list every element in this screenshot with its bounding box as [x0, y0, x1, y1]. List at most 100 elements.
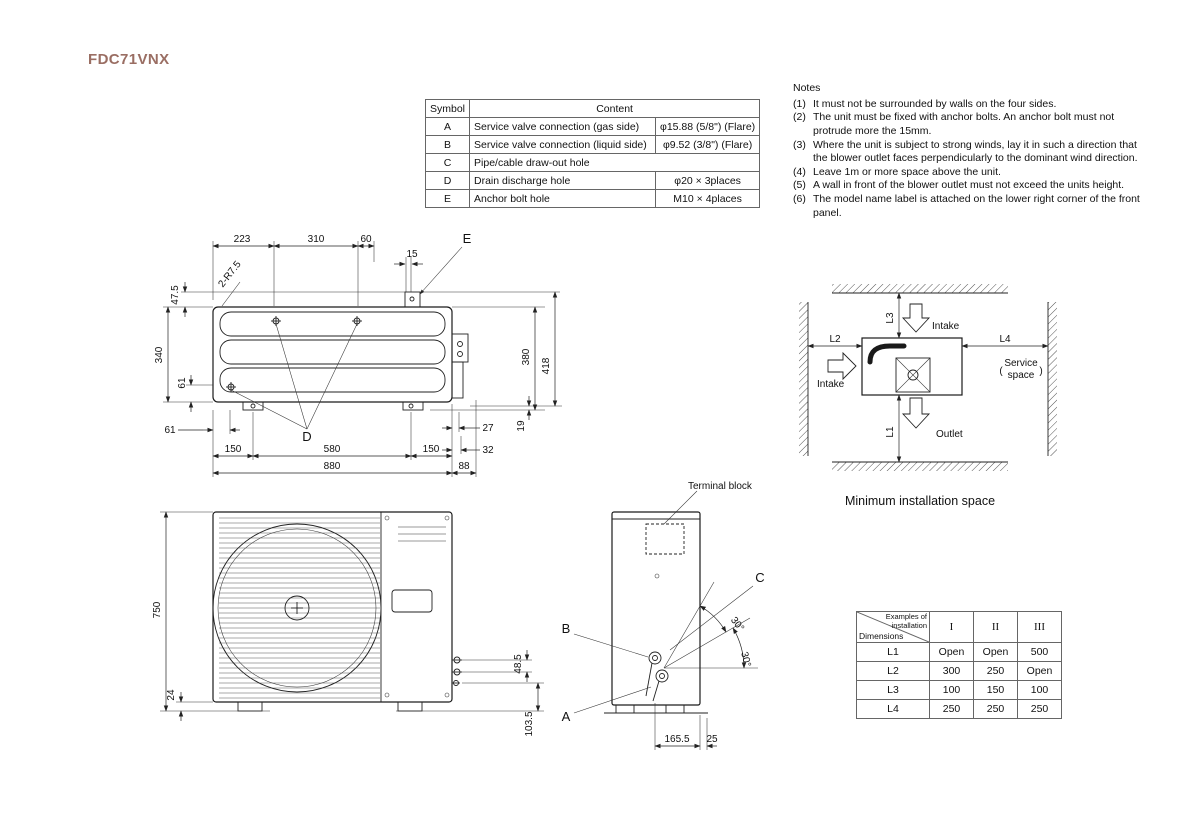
value-cell: 250 [929, 699, 974, 719]
dim-750: 750 [152, 601, 163, 618]
service-space-label-line1: Service [1004, 358, 1038, 369]
dim-24: 24 [166, 689, 177, 701]
value-cell: Open [929, 642, 974, 662]
symbol-column-header: Symbol [424, 99, 471, 118]
install-table-row: L1 Open Open 500 [856, 642, 1062, 662]
symbol-cell: B [424, 135, 471, 154]
outlet-label: Outlet [936, 429, 963, 440]
symbol-table-row: D Drain discharge hole φ20 × 3places [424, 171, 761, 190]
symbol-table-row: E Anchor bolt hole M10 × 4places [424, 189, 761, 208]
symbol-cell: D [424, 171, 471, 190]
terminal-block-label: Terminal block [688, 481, 753, 492]
symbol-table: Symbol Content A Service valve connectio… [424, 99, 761, 208]
dim-15: 15 [406, 249, 418, 260]
row-label: L1 [856, 642, 930, 662]
dim-88: 88 [458, 461, 470, 472]
desc-cell: Service valve connection (liquid side) [469, 135, 657, 154]
install-table-row: L3 100 150 100 [856, 680, 1062, 700]
install-table-header-row: Examples of installation Dimensions I II… [856, 611, 1062, 643]
value-cell: 300 [929, 661, 974, 681]
service-space-label-line2: space [1008, 370, 1035, 381]
row-label: L3 [856, 680, 930, 700]
value-cell: φ20 × 3places [655, 171, 761, 190]
intake-left-label: Intake [817, 379, 845, 390]
note-number: (5) [793, 179, 806, 192]
note-text: The model name label is attached on the … [813, 193, 1140, 219]
top-view-drawing: D E [154, 231, 562, 477]
dim-angle-1: 30° [728, 615, 746, 634]
symbol-table-row: C Pipe/cable draw-out hole [424, 153, 761, 172]
note-number: (1) [793, 97, 806, 110]
front-view-drawing: 750 24 48.5 103.5 [152, 511, 544, 737]
value-cell: φ15.88 (5/8") (Flare) [655, 117, 761, 136]
dim-l4: L4 [999, 334, 1011, 345]
dim-310: 310 [308, 234, 325, 245]
symbol-table-row: B Service valve connection (liquid side)… [424, 135, 761, 154]
value-cell: Open [973, 642, 1018, 662]
value-cell: 250 [973, 661, 1018, 681]
dim-880: 880 [324, 461, 341, 472]
install-col-3: III [1017, 611, 1062, 643]
value-cell: 250 [1017, 699, 1062, 719]
dim-150-left: 150 [225, 444, 242, 455]
note-item: (2) The unit must be fixed with anchor b… [793, 111, 1149, 138]
symbol-cell: E [424, 189, 471, 208]
note-item: (1) It must not be surrounded by walls o… [793, 98, 1149, 112]
side-view-label-b: B [562, 621, 571, 636]
installation-space-diagram: L3 L2 L4 L1 Intake Intake Outlet ( ) Ser… [799, 284, 1057, 508]
dim-340: 340 [154, 346, 165, 363]
intake-top-label: Intake [932, 321, 960, 332]
dim-580: 580 [324, 444, 341, 455]
dim-103-5: 103.5 [524, 711, 535, 736]
note-item: (3) Where the unit is subject to strong … [793, 139, 1149, 166]
dim-418: 418 [541, 357, 552, 374]
note-text: It must not be surrounded by walls on th… [813, 97, 1057, 110]
row-label: L2 [856, 661, 930, 681]
value-cell: φ9.52 (3/8") (Flare) [655, 135, 761, 154]
note-item: (4) Leave 1m or more space above the uni… [793, 166, 1149, 180]
note-item: (6) The model name label is attached on … [793, 193, 1149, 220]
dim-25: 25 [706, 734, 718, 745]
dim-165-5: 165.5 [664, 734, 689, 745]
note-text: The unit must be fixed with anchor bolts… [813, 111, 1115, 137]
install-col-1: I [929, 611, 974, 643]
desc-cell: Anchor bolt hole [469, 189, 657, 208]
install-col-2: II [973, 611, 1018, 643]
desc-cell: Pipe/cable draw-out hole [469, 153, 761, 172]
dim-19: 19 [516, 420, 527, 432]
symbol-cell: A [424, 117, 471, 136]
dim-l3: L3 [885, 312, 896, 324]
note-number: (4) [793, 165, 806, 178]
value-cell: 100 [1017, 680, 1062, 700]
dim-l1: L1 [885, 426, 896, 438]
top-view-label-e: E [463, 231, 472, 246]
symbol-cell: C [424, 153, 471, 172]
installation-examples-table: Examples of installation Dimensions I II… [856, 611, 1062, 719]
desc-cell: Service valve connection (gas side) [469, 117, 657, 136]
service-space-paren-close: ) [1039, 366, 1042, 377]
content-column-header: Content [469, 99, 761, 118]
notes-block: Notes (1) It must not be surrounded by w… [793, 82, 1149, 220]
desc-cell: Drain discharge hole [469, 171, 657, 190]
dim-60: 60 [360, 234, 372, 245]
dim-223: 223 [234, 234, 251, 245]
note-number: (2) [793, 111, 806, 124]
value-cell: Open [1017, 661, 1062, 681]
note-number: (6) [793, 193, 806, 206]
space-diagram-caption: Minimum installation space [845, 494, 995, 508]
corner-top-label: Examples of installation [885, 612, 927, 630]
symbol-table-row: A Service valve connection (gas side) φ1… [424, 117, 761, 136]
symbol-table-header-row: Symbol Content [424, 99, 761, 118]
dim-61-left: 61 [177, 377, 188, 389]
model-title: FDC71VNX [88, 51, 170, 68]
side-view-label-c: C [755, 570, 764, 585]
top-view-label-d: D [302, 429, 311, 444]
value-cell: 250 [973, 699, 1018, 719]
service-space-paren-open: ( [999, 366, 1003, 377]
value-cell: 500 [1017, 642, 1062, 662]
corner-bottom-label: Dimensions [859, 631, 904, 641]
install-table-row: L4 250 250 250 [856, 699, 1062, 719]
dim-48-5: 48.5 [513, 654, 524, 674]
